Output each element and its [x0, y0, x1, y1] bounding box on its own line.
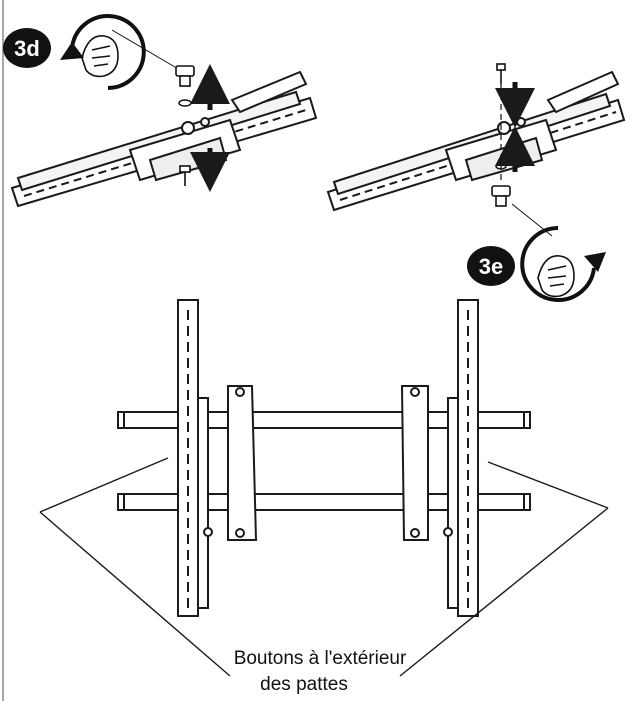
- step-3e-badge: 3e: [467, 246, 515, 286]
- hand-turn-icon: [537, 255, 575, 298]
- step-3d-group: 3d: [3, 14, 318, 208]
- rotate-clockwise-icon: [520, 226, 606, 302]
- hand-turn-icon: [81, 35, 119, 78]
- wall-plate-right: [400, 385, 429, 541]
- rail-assembly-left: [10, 70, 318, 208]
- wall-plate-left: [227, 385, 258, 541]
- mounted-bracket-diagram: [117, 299, 531, 617]
- washer: [178, 99, 192, 107]
- knob-icon: [491, 185, 511, 207]
- screw-icon: [179, 165, 191, 186]
- step-3d-badge: 3d: [3, 28, 51, 68]
- knob-icon: [175, 65, 195, 87]
- caption-line-2: des pattes: [260, 674, 348, 695]
- vertical-arm-right: [443, 299, 479, 617]
- rail-assembly-right: [326, 70, 626, 212]
- callout-lines: [39, 457, 609, 677]
- caption-line-1: Boutons à l'extérieur: [234, 648, 407, 669]
- step-3d-label: 3d: [14, 36, 40, 61]
- vertical-arm-left: [177, 299, 213, 617]
- step-3e-label: 3e: [479, 254, 503, 279]
- step-3e-group: 3e: [326, 63, 626, 302]
- rotate-counter-clockwise-icon: [60, 14, 146, 90]
